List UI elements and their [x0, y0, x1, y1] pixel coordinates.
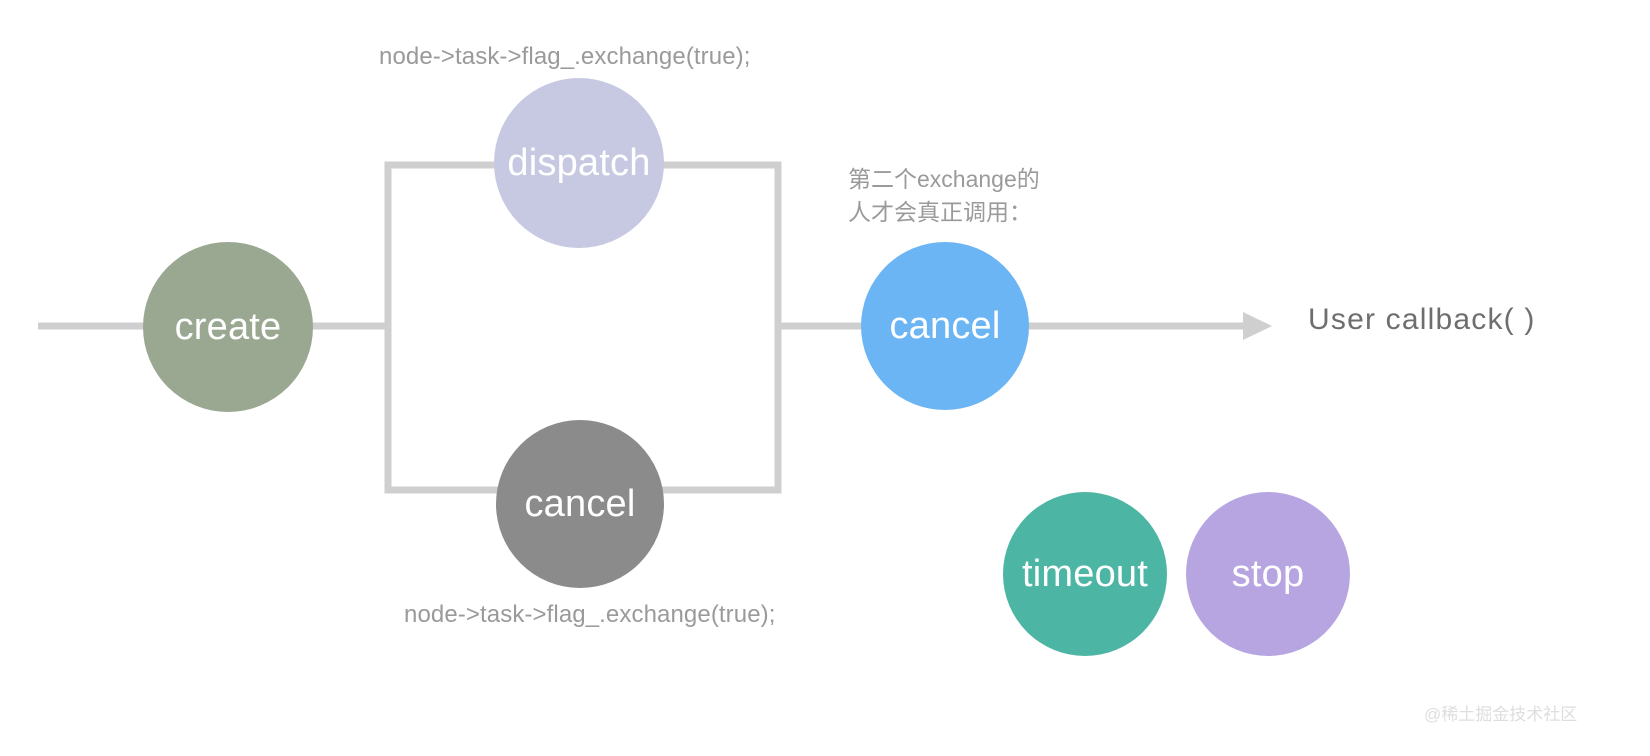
- caption-top-code: node->task->flag_.exchange(true);: [379, 43, 751, 70]
- node-create-label: create: [174, 306, 282, 348]
- node-cancel-blue[interactable]: cancel: [861, 242, 1029, 410]
- user-callback-label: User callback( ): [1308, 303, 1536, 336]
- node-timeout[interactable]: timeout: [1003, 492, 1167, 656]
- note-chinese-line2: 人才会真正调用：: [848, 198, 1032, 225]
- node-dispatch-label: dispatch: [507, 142, 651, 184]
- arrowhead-icon: [1243, 312, 1272, 340]
- note-chinese-line1: 第二个exchange的: [848, 166, 1040, 192]
- note-chinese: 第二个exchange的 人才会真正调用：: [848, 163, 1040, 228]
- node-stop[interactable]: stop: [1186, 492, 1350, 656]
- node-cancel-gray-label: cancel: [524, 483, 636, 525]
- node-dispatch[interactable]: dispatch: [494, 78, 664, 248]
- caption-bottom-code: node->task->flag_.exchange(true);: [404, 601, 776, 628]
- node-stop-label: stop: [1231, 553, 1305, 595]
- node-create[interactable]: create: [143, 242, 313, 412]
- node-timeout-label: timeout: [1021, 553, 1148, 595]
- node-cancel-gray[interactable]: cancel: [496, 420, 664, 588]
- watermark: @稀土掘金技术社区: [1424, 705, 1578, 724]
- node-cancel-blue-label: cancel: [889, 305, 1001, 347]
